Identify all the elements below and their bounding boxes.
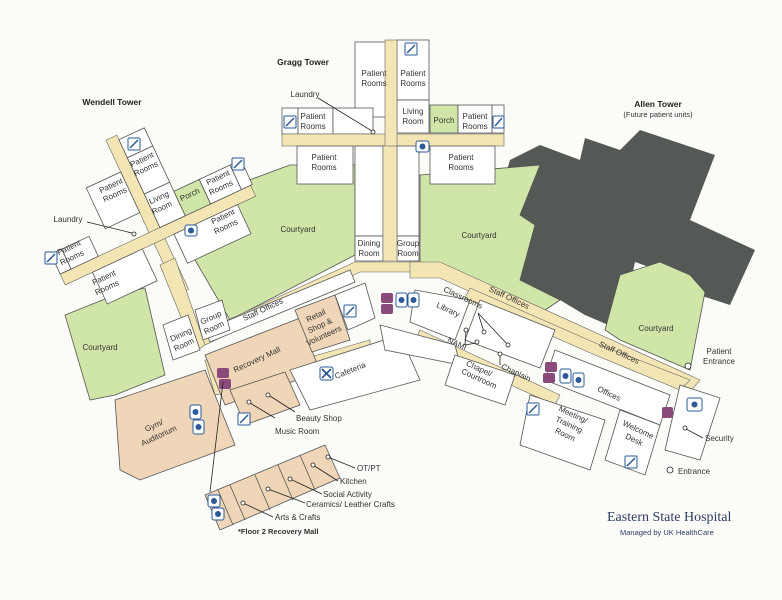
patient-rooms-label: Rooms	[448, 163, 473, 172]
classrooms-block	[464, 299, 556, 369]
dining-room-label: Dining	[358, 239, 381, 248]
gragg-tower-label: Gragg Tower	[277, 57, 329, 67]
social-activity-label: Social Activity	[323, 490, 372, 499]
patient-rooms-label: Rooms	[311, 163, 336, 172]
ceramics-leather-crafts-label: Ceramics/ Leather Crafts	[306, 500, 395, 509]
stairs-icon	[492, 115, 505, 129]
courtyard-southeast	[604, 261, 706, 371]
courtyard-label: Courtyard	[461, 231, 496, 240]
patient-entrance-label: Entrance	[703, 357, 736, 366]
courtyard-label: Courtyard	[82, 343, 117, 352]
restroom-icon	[207, 494, 225, 521]
floor2-recovery-mall	[204, 444, 341, 531]
patient-entrance-label: Patient	[707, 347, 733, 356]
chapel-courtroom	[444, 354, 516, 406]
allen-tower-note: (Future patient units)	[623, 110, 693, 119]
security-area	[664, 384, 721, 461]
hospital-title: Eastern State Hospital	[607, 510, 732, 525]
stairs-icon	[404, 42, 418, 56]
allen-tower-label: Allen Tower	[634, 99, 682, 109]
welcome-desk	[604, 409, 661, 476]
floor2-title: *Floor 2 Recovery Mall	[238, 527, 318, 536]
patient-rooms-label: Patient	[449, 153, 475, 162]
fork-knife-icon	[319, 366, 334, 381]
restroom-icon	[415, 140, 430, 153]
elevator-icon	[662, 407, 673, 418]
patient-rooms-label: Patient	[401, 69, 427, 78]
patient-rooms-label: Rooms	[361, 79, 386, 88]
courtyard-label: Courtyard	[280, 225, 315, 234]
patient-rooms-label: Rooms	[400, 79, 425, 88]
stairs-icon	[283, 115, 297, 129]
security-label: Security	[705, 434, 734, 443]
wendell-tower	[50, 127, 257, 305]
dining-room-label: Room	[358, 249, 380, 258]
laundry-label: Laundry	[291, 90, 320, 99]
retail-shop	[294, 294, 351, 353]
elevator-icon	[543, 362, 557, 383]
library-block	[409, 289, 471, 341]
porch-label: Porch	[434, 116, 455, 125]
kitchen-label: Kitchen	[340, 477, 367, 486]
group-room-label: Room	[397, 249, 419, 258]
restroom-icon	[686, 397, 703, 412]
entrance-label: Entrance	[678, 467, 711, 476]
patient-rooms-label: Patient	[362, 69, 388, 78]
music-room-label: Music Room	[275, 427, 320, 436]
patient-rooms-label: Rooms	[462, 122, 487, 131]
patient-rooms-label: Patient	[301, 112, 327, 121]
dining-room-west	[162, 314, 201, 361]
gym-auditorium	[114, 369, 236, 481]
meeting-training-room	[519, 394, 606, 471]
restroom-icon	[184, 224, 198, 237]
hospital-subtitle: Managed by UK HealthCare	[620, 528, 714, 537]
stairs-icon	[624, 455, 638, 469]
arts-crafts-label: Arts & Crafts	[275, 513, 320, 522]
elevator-icon	[217, 368, 231, 389]
wendell-tower-label: Wendell Tower	[82, 97, 142, 107]
patient-rooms-label: Patient	[312, 153, 338, 162]
stairs-icon	[44, 251, 58, 265]
restroom-icon	[189, 404, 205, 435]
beauty-shop-label: Beauty Shop	[296, 414, 342, 423]
stairs-icon	[526, 402, 540, 416]
group-room-west	[194, 299, 231, 341]
living-room-label: Living	[403, 107, 424, 116]
stairs-icon	[343, 304, 357, 318]
ot-pt-label: OT/PT	[357, 464, 381, 473]
stairs-icon	[127, 137, 141, 151]
courtyard-label: Courtyard	[638, 324, 673, 333]
laundry-label: Laundry	[54, 215, 83, 224]
restroom-icon	[559, 368, 585, 388]
patient-rooms-label: Patient	[463, 112, 489, 121]
stairs-icon	[237, 412, 251, 426]
stairs-icon	[231, 157, 245, 171]
patient-rooms-label: Rooms	[300, 122, 325, 131]
group-room-label: Group	[397, 239, 420, 248]
cafeteria	[289, 334, 421, 411]
restroom-icon	[395, 292, 420, 308]
elevator-icon	[381, 293, 393, 314]
living-room-label: Room	[402, 117, 424, 126]
